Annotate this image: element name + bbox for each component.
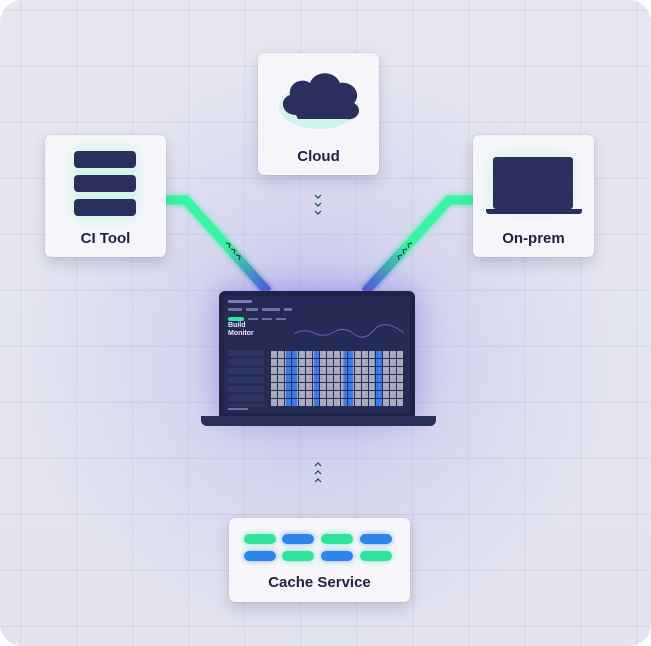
laptop-icon <box>486 155 586 217</box>
ci-tool-node: CI Tool <box>45 135 166 257</box>
central-laptop: Build Monitor <box>219 291 415 417</box>
on-prem-node: On-prem <box>473 135 594 257</box>
cache-bar <box>244 551 276 561</box>
build-grid <box>228 350 406 408</box>
cloud-label: Cloud <box>297 148 340 165</box>
ci-tool-label: CI Tool <box>80 230 131 247</box>
app-logo <box>228 300 252 303</box>
cache-bar <box>282 534 314 544</box>
on-prem-label: On-prem <box>502 230 565 247</box>
cache-bar <box>321 551 353 561</box>
app-nav <box>228 308 308 312</box>
laptop-screen-content: Build Monitor <box>224 296 410 413</box>
cache-bar <box>360 551 392 561</box>
connector-ci-tool <box>166 195 272 295</box>
app-title: Build Monitor <box>228 322 254 337</box>
connector-on-prem <box>361 195 473 296</box>
cache-bar <box>244 534 276 544</box>
laptop-base <box>201 416 436 426</box>
app-tab-active <box>228 317 244 321</box>
chevron-arrows <box>225 194 413 483</box>
cloud-icon <box>279 73 360 129</box>
cloud-node: Cloud <box>258 53 379 175</box>
cache-bar <box>282 551 314 561</box>
cache-bar <box>321 534 353 544</box>
sparkline <box>294 324 404 338</box>
cache-bar <box>360 534 392 544</box>
server-icon <box>72 148 138 220</box>
cache-service-label: Cache Service <box>268 574 371 591</box>
cache-service-node: Cache Service <box>229 518 410 602</box>
